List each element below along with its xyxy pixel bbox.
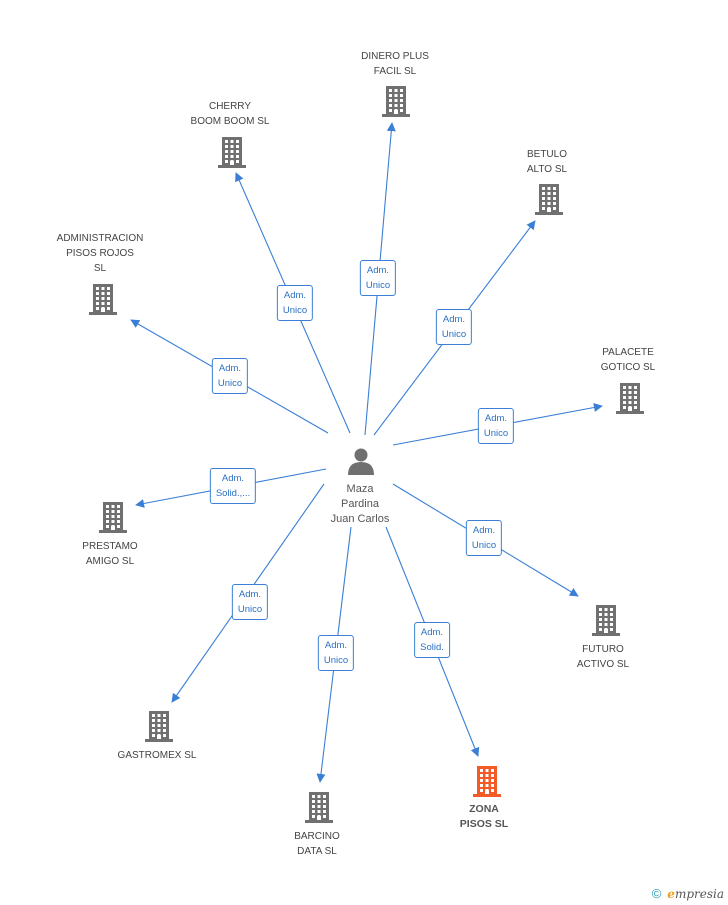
relation-badge-palacete: Adm. Unico	[477, 408, 515, 444]
company-label-barcino[interactable]: BARCINO DATA SL	[294, 829, 340, 859]
label-line: Unico	[483, 428, 509, 439]
label-line: Unico	[323, 655, 349, 666]
label-line: Solid.	[420, 642, 444, 653]
company-label-futuro[interactable]: FUTURO ACTIVO SL	[577, 642, 629, 672]
label-line: BOOM BOOM SL	[190, 116, 270, 127]
building-icon-prestamo	[99, 502, 127, 533]
label-line: Maza	[346, 483, 374, 495]
building-icon-dinero-plus	[382, 86, 410, 117]
building-icon-palacete	[616, 383, 644, 414]
relation-badge-zona-pisos: Adm. Solid.	[414, 622, 450, 658]
label-line: CHERRY	[208, 101, 252, 112]
company-label-administracion[interactable]: ADMINISTRACION PISOS ROJOS SL	[57, 231, 144, 276]
label-line: Adm.	[366, 265, 390, 276]
building-icon-administracion	[89, 284, 117, 315]
label-line: ADMINISTRACION	[56, 233, 144, 244]
label-line: DINERO PLUS	[361, 51, 429, 62]
building-icon-betulo	[535, 184, 563, 215]
company-label-dinero-plus[interactable]: DINERO PLUS FACIL SL	[361, 49, 429, 79]
label-line: Unico	[237, 604, 263, 615]
company-label-cherry[interactable]: CHERRY BOOM BOOM SL	[191, 99, 270, 129]
relation-badge-barcino: Adm. Unico	[317, 635, 355, 671]
person-icon	[348, 448, 374, 475]
label-line: Unico	[282, 305, 308, 316]
label-line: Adm.	[221, 473, 245, 484]
label-line: Unico	[441, 329, 467, 340]
label-line: Pardina	[341, 498, 379, 510]
label-line: Adm.	[324, 640, 348, 651]
relation-badge-futuro: Adm. Unico	[465, 520, 503, 556]
label-line: PALACETE	[602, 347, 654, 358]
label-line: Adm.	[472, 525, 496, 536]
label-line: AMIGO SL	[85, 556, 135, 567]
label-line: Adm.	[238, 589, 262, 600]
building-icon-zona-pisos	[473, 766, 501, 797]
label-line: GASTROMEX SL	[117, 750, 197, 761]
building-icon-gastromex	[145, 711, 173, 742]
label-line: SL	[93, 263, 107, 274]
label-line: FACIL SL	[373, 66, 417, 77]
company-label-betulo[interactable]: BETULO ALTO SL	[527, 147, 567, 177]
building-icon-cherry	[218, 137, 246, 168]
label-line: PISOS SL	[459, 818, 509, 830]
label-line: Adm.	[218, 363, 242, 374]
company-label-palacete[interactable]: PALACETE GOTICO SL	[601, 345, 655, 375]
company-label-prestamo[interactable]: PRESTAMO AMIGO SL	[82, 539, 137, 569]
copyright-icon: ©	[651, 886, 662, 901]
brand-logo: empresia	[667, 886, 724, 901]
label-line: Unico	[471, 540, 497, 551]
relation-badge-cherry: Adm. Unico	[276, 285, 314, 321]
label-line: ALTO SL	[526, 164, 568, 175]
label-line: PRESTAMO	[82, 541, 138, 552]
label-line: ZONA	[469, 803, 499, 815]
label-line: Adm.	[484, 413, 508, 424]
label-line: Unico	[365, 280, 391, 291]
relation-badge-prestamo: Adm. Solid.,...	[209, 468, 257, 504]
label-line: DATA SL	[297, 846, 337, 857]
credit: © empresia	[652, 886, 724, 901]
building-icon-barcino	[305, 792, 333, 823]
relation-badge-gastromex: Adm. Unico	[231, 584, 269, 620]
label-line: FUTURO	[582, 644, 624, 655]
label-line: Solid.,...	[215, 488, 251, 499]
label-line: Adm.	[442, 314, 466, 325]
label-line: Juan Carlos	[330, 513, 390, 525]
label-line: Adm.	[420, 627, 444, 638]
relation-badge-administracion: Adm. Unico	[211, 358, 249, 394]
company-label-gastromex[interactable]: GASTROMEX SL	[118, 748, 197, 763]
building-icon-futuro	[592, 605, 620, 636]
company-label-zona-pisos[interactable]: ZONA PISOS SL	[460, 802, 508, 832]
label-line: BETULO	[526, 149, 567, 160]
label-line: PISOS ROJOS	[66, 248, 134, 259]
label-line: BARCINO	[294, 831, 340, 842]
label-line: Unico	[217, 378, 243, 389]
label-line: ACTIVO SL	[576, 659, 630, 670]
label-line: GOTICO SL	[600, 362, 656, 373]
label-line: Adm.	[283, 290, 307, 301]
relation-badge-dinero-plus: Adm. Unico	[359, 260, 397, 296]
relation-badge-betulo: Adm. Unico	[435, 309, 473, 345]
